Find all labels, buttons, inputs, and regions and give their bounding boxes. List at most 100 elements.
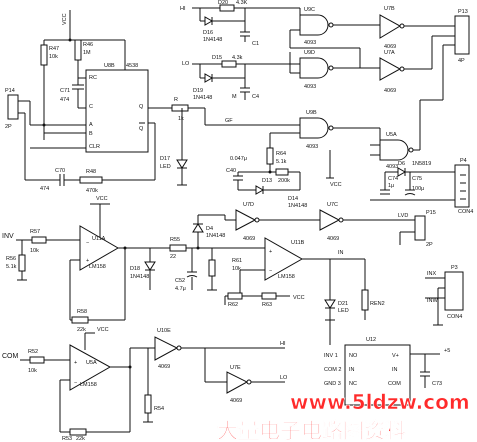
r47-resistor [40,44,48,66]
d14-diode [255,185,265,195]
c75-label: C75 [412,176,422,182]
u8b-label: U8B [104,63,115,69]
r47-label: R47 [49,46,59,52]
d17-label: D17 [160,156,170,162]
p3-label: P3 [451,265,458,271]
d19-value: 1N4148 [193,95,212,101]
lo-input-label: LO [182,61,190,67]
u7c-part: 4069 [327,236,339,242]
vcc-left-label: VCC [96,196,108,202]
p15-value: 2P [426,242,433,248]
u7b-part: 4069 [384,44,396,50]
u11b-opamp [264,237,304,281]
u12-pin-inv1: INV 1 [324,353,338,359]
hi-output-label: HI [280,341,286,347]
r57-resistor [31,236,47,244]
pin-qbar: Q [139,126,144,132]
r57-label: R57 [30,229,40,235]
u8b-part: 4538 [126,63,138,69]
u10e-label: U10E [157,328,171,334]
r52-resistor [29,356,45,364]
u12-section: U12 INV 1 COM 2 GND 3 NO IN NC V+ IN COM… [324,320,450,406]
c74-value: 1μ [388,183,394,189]
vcc-mid-label: VCC [330,182,342,188]
inx-label: INX [427,271,437,277]
u5a-opamp-part: LM158 [80,382,97,388]
d21-led [324,299,336,309]
u12-pin-com2: COM 2 [324,367,341,373]
c70-label: C70 [55,168,65,174]
r58-value: 22k [77,327,86,333]
d4-label: D4 [206,226,213,232]
c75-value: 100μ [412,186,424,192]
lo-output-label: LO [280,375,288,381]
p3-section: P3 CON4 INX INW [425,265,464,326]
r54-resistor [144,394,152,414]
r-value: 1k [178,116,184,122]
r64-value: 5.1k [276,159,287,165]
d19-label: D19 [193,88,203,94]
u5a-minus: − [74,380,77,386]
vcc-r63-label: VCC [293,295,305,301]
u5a-plus: + [74,360,77,366]
u7e-inverter [226,371,249,394]
d14-value: 1N4148 [288,203,307,209]
d21-value: LED [338,308,349,314]
pin-b: B [89,131,93,137]
p4-label: P4 [460,158,467,164]
p13-value: 4P [458,58,465,64]
u7b-label: U7B [384,6,395,12]
pin-a: A [89,122,93,128]
c71-value: 474 [60,97,69,103]
d20-resistor [219,4,235,12]
r58-label: R58 [77,309,87,315]
u7a-part: 4069 [384,88,396,94]
r61-label: R61 [232,258,242,264]
u11b-plus: + [269,249,272,255]
u11a-minus: − [86,240,89,246]
p13-label: P13 [458,9,468,15]
u8b-ic [85,69,149,153]
watermark: www.5ldzw.com 大量电子电路图资料 [217,390,470,442]
u11a-part: LM158 [89,264,106,270]
r56-value: 5.1k [6,264,17,270]
r46-value: 1M [83,50,91,56]
d14-label: D14 [288,196,298,202]
r52-label: R52 [28,349,38,355]
u7d-label: U7D [243,202,254,208]
u7a-inverter [379,57,402,81]
u5a-label: U5A [386,132,397,138]
p14-label: P14 [5,88,15,94]
u10e-part: 4069 [158,364,170,370]
u12-pin-in2: IN [392,367,398,373]
r52-value: 10k [28,368,37,374]
u11b-section: + − U11B LM158 IN REN2 D21 LED R62 R63 V… [224,237,385,321]
u11a-opamp [79,225,119,271]
watermark-site: 大量电子电路图资料 [217,419,406,442]
pin-q: Q [139,104,144,110]
d18-value: 1N4148 [130,274,149,280]
c52-label: C52 [175,278,185,284]
u7c-inverter [319,209,341,231]
r62-resistor [227,292,243,300]
inw-label: INW [427,298,439,304]
vcc-low-label: VCC [97,327,109,333]
u7e-part: 4069 [230,398,242,404]
u9d-nand-gate [299,57,329,79]
r63-resistor [261,292,277,300]
r53-resistor [69,428,87,436]
p4-connector [454,164,470,208]
d16-label: D16 [203,30,213,36]
d4-diode [192,223,204,233]
u7b-inverter [379,14,402,39]
u12-pin-gnd3: GND 3 [324,381,341,387]
p3-value: CON4 [447,314,462,320]
r47-value: 10k [49,54,58,60]
p15-connector [414,215,426,241]
d20-label: D20 [218,0,228,6]
u7a-label: U7A [384,50,395,56]
gf-label: GF [225,118,233,124]
d18-label: D18 [130,266,140,272]
c4-marker: M [232,94,237,100]
r61-resistor [208,259,216,277]
